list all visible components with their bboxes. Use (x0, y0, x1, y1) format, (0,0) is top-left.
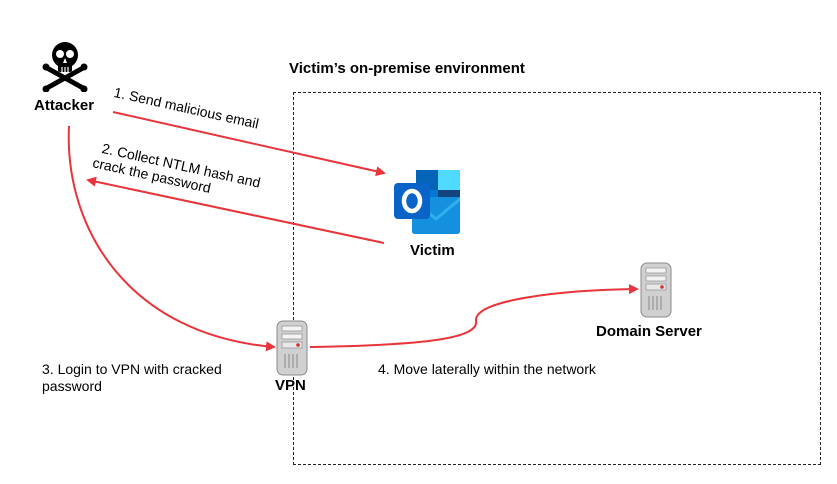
step3-line2: password (42, 378, 102, 394)
victim-label: Victim (410, 242, 455, 259)
environment-boundary (293, 92, 821, 465)
arrow-lateral-movement (309, 284, 639, 348)
environment-title: Victim’s on-premise environment (289, 60, 525, 77)
arrow-login-vpn (67, 125, 276, 352)
step4-label: 4. Move laterally within the network (378, 361, 596, 377)
vpn-label: VPN (275, 377, 306, 394)
outlook-icon (394, 167, 464, 240)
arrow-send-email (112, 111, 386, 177)
arrow-collect-hash (86, 176, 385, 244)
domain-server-label: Domain Server (596, 323, 702, 340)
skull-crossbones-icon (38, 38, 92, 97)
attacker-label: Attacker (34, 97, 95, 114)
server-icon (276, 320, 308, 381)
server-icon (640, 262, 672, 323)
step3-line1: 3. Login to VPN with cracked (42, 361, 222, 377)
